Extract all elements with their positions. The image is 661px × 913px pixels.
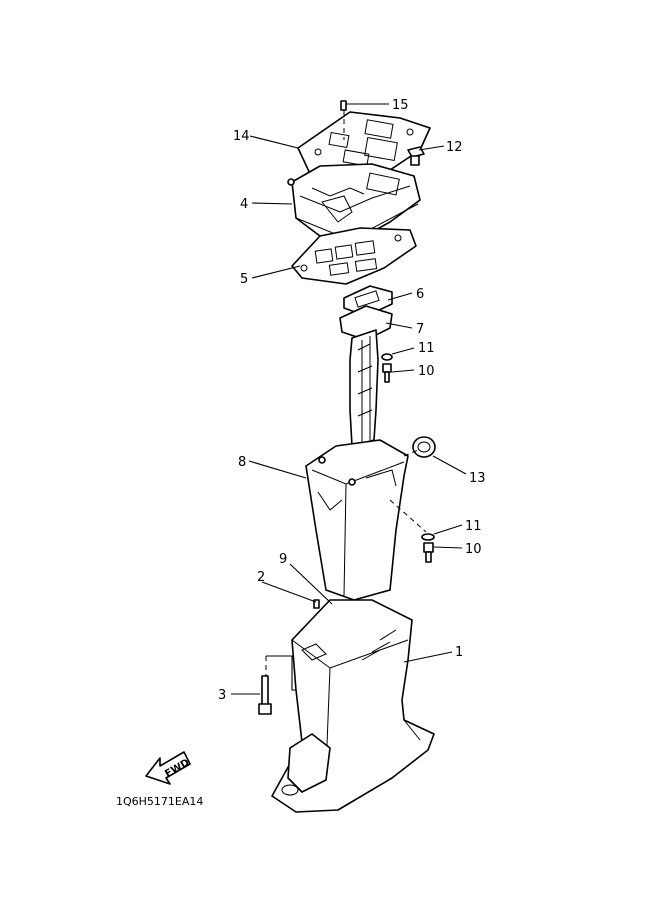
forward-arrow-icon: FWD [145, 751, 191, 785]
callout-2: 2 [257, 570, 265, 585]
callout-11-upper: 11 [418, 341, 435, 356]
part-code: 1Q6H5171EA14 [116, 795, 203, 808]
part-3-bolt [258, 675, 272, 715]
part-6-gasket [343, 285, 393, 317]
callout-9: 9 [279, 552, 287, 567]
callout-11-lower: 11 [465, 519, 482, 534]
part-15-pin [340, 100, 347, 111]
callout-3: 3 [218, 688, 226, 703]
callout-15: 15 [392, 98, 409, 113]
part-7-exhaust-guide [339, 305, 393, 447]
callout-8: 8 [238, 455, 246, 470]
part-4-upper-plate [287, 163, 421, 245]
part-11-washer-lower [421, 533, 435, 541]
part-13-seal [412, 436, 436, 458]
callout-6: 6 [416, 287, 424, 302]
callout-5: 5 [240, 272, 248, 287]
part-10-bolt-lower [423, 542, 434, 563]
part-2-pin [313, 599, 320, 609]
callout-7: 7 [416, 322, 424, 337]
part-5-gasket [291, 227, 417, 285]
part-1-upper-casing [271, 599, 435, 813]
part-8-oil-pan [305, 439, 409, 601]
callout-10-lower: 10 [465, 542, 482, 557]
callout-14: 14 [233, 129, 250, 144]
callout-1: 1 [455, 645, 463, 660]
callout-12: 12 [446, 140, 463, 155]
part-10-bolt-upper [382, 363, 392, 383]
callout-10-upper: 10 [418, 364, 435, 379]
leader-lines [231, 103, 467, 695]
callout-13: 13 [469, 471, 486, 486]
part-11-washer-upper [381, 353, 393, 361]
callout-4: 4 [240, 197, 248, 212]
